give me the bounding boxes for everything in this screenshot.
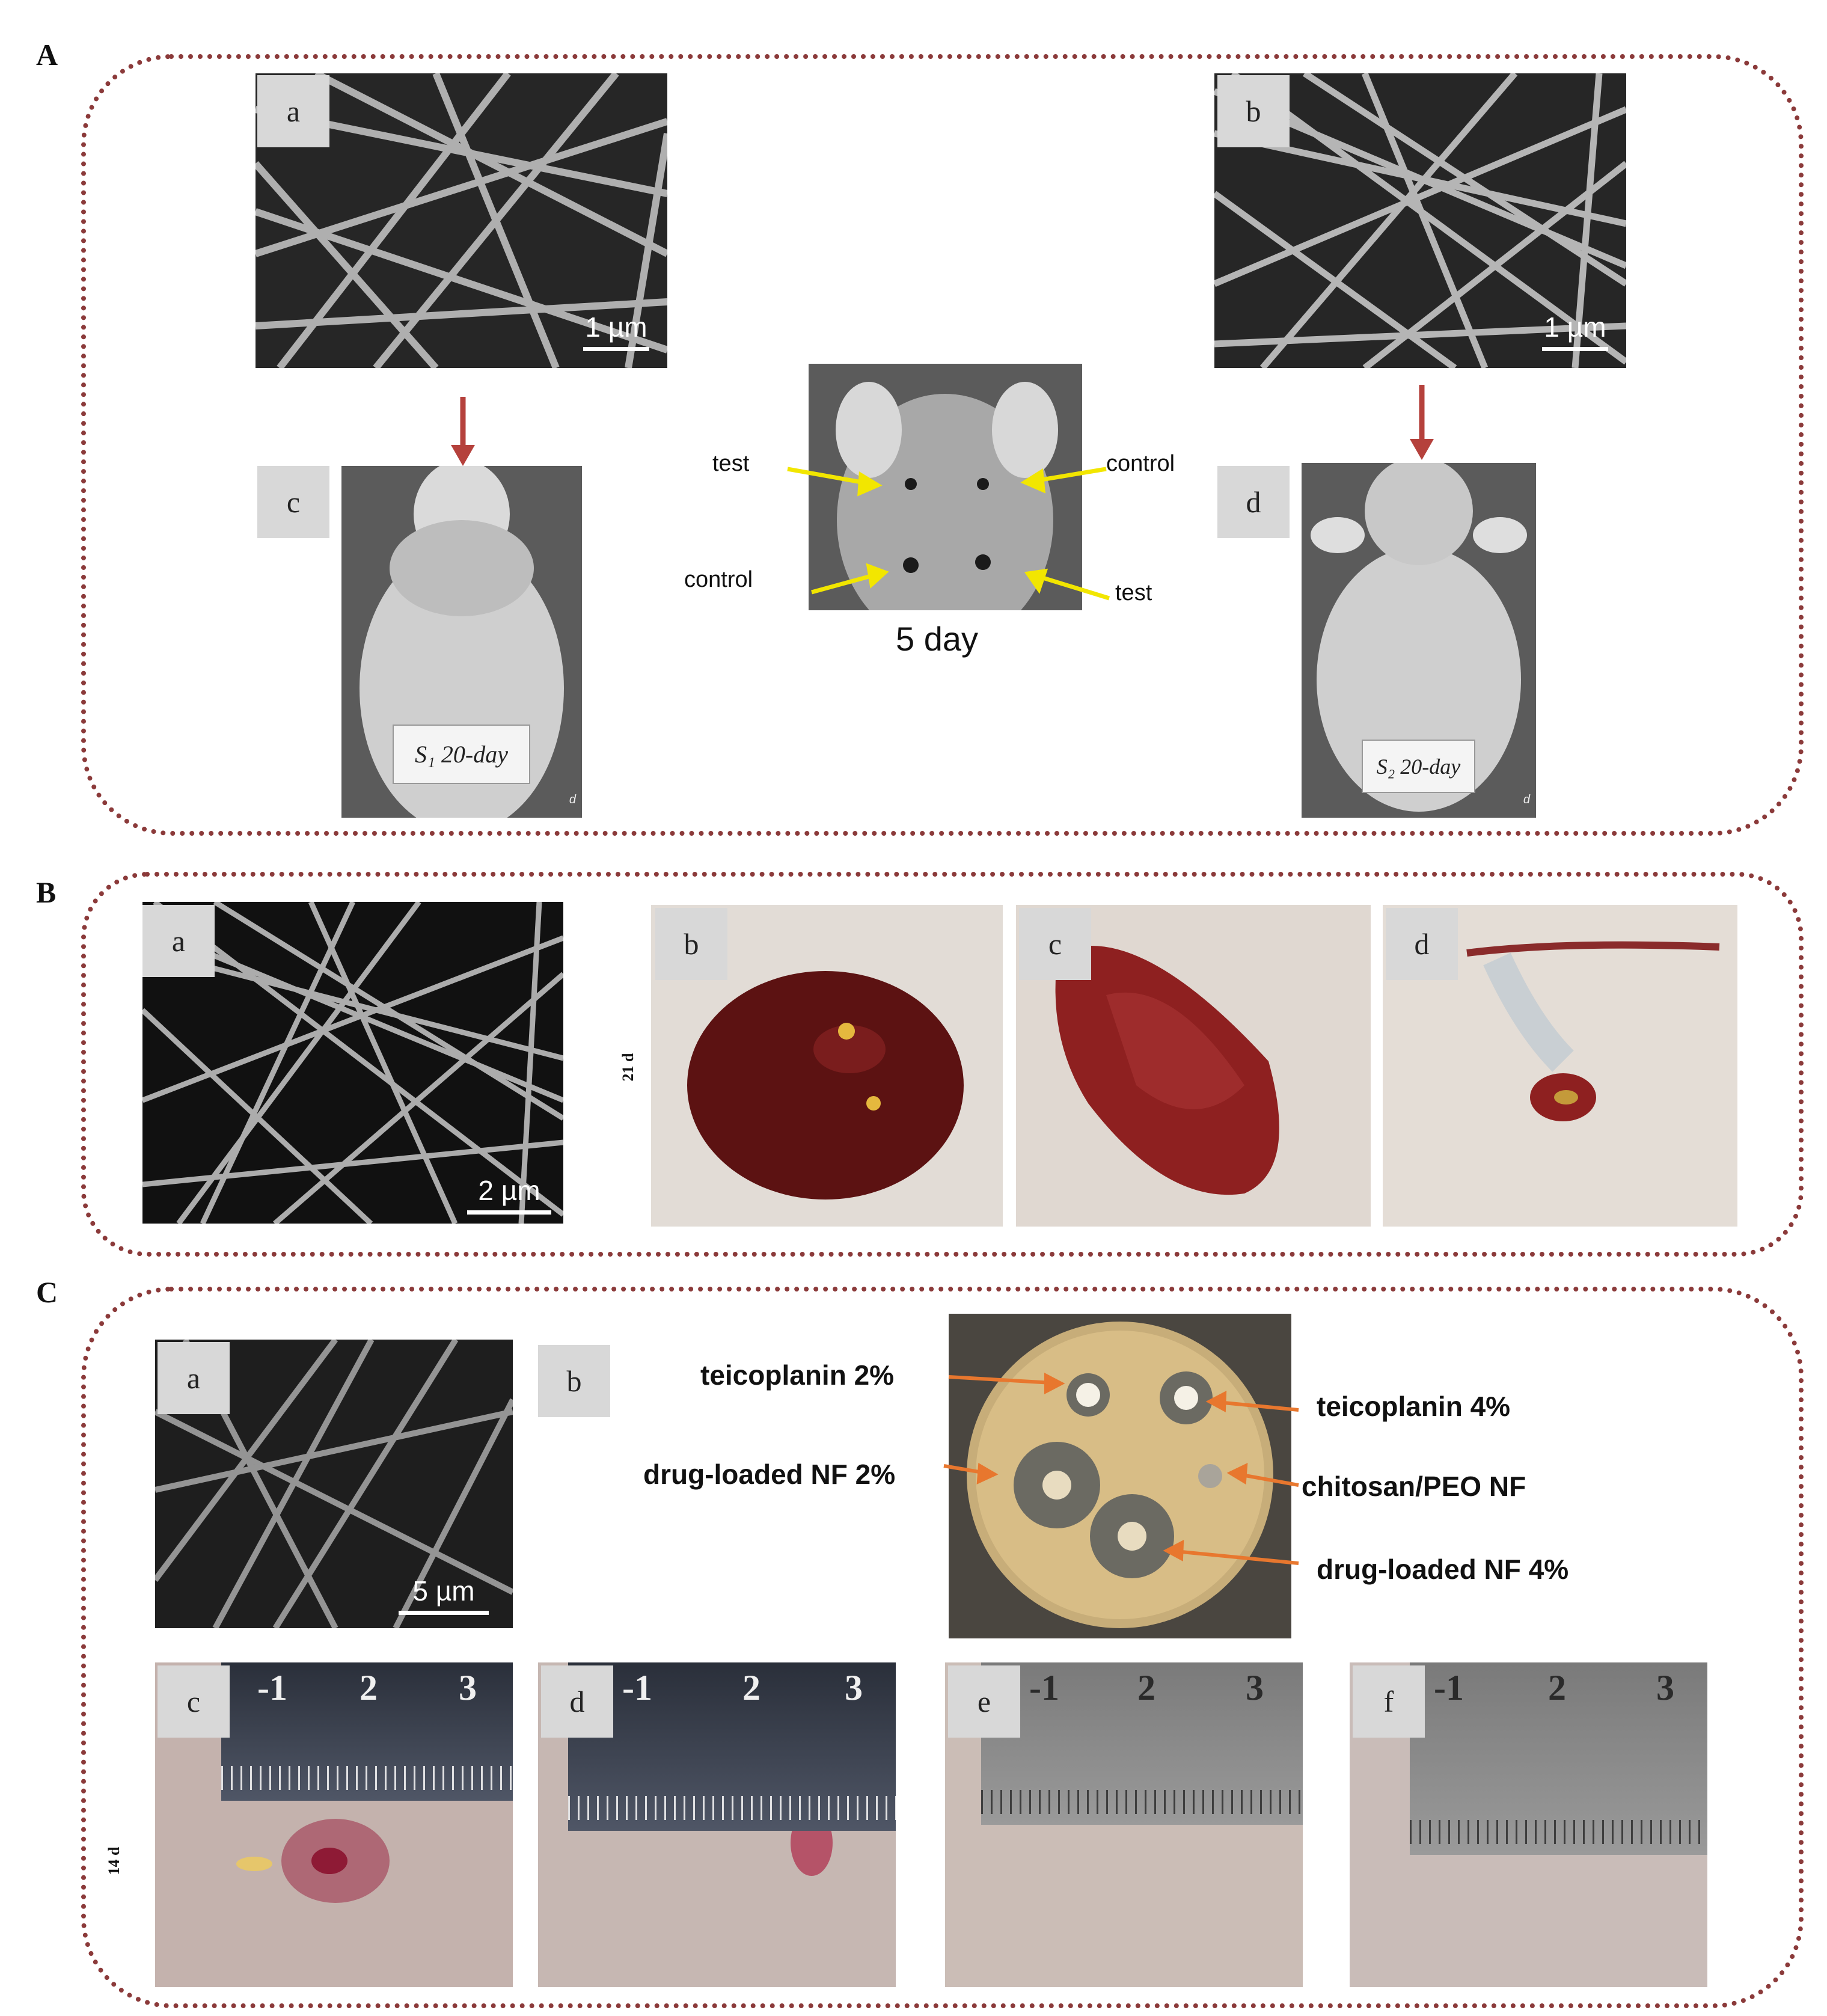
scale-bar-line [1542,347,1608,351]
panel-tag-b: b [655,908,727,980]
corner-letter: d [569,793,576,806]
ruler-ticks [981,1790,1303,1814]
panel-tag-b: b [1217,75,1290,147]
scale-bar: 5 µm [399,1575,489,1615]
ruler-number: 2 [360,1668,378,1708]
sample-sign: S₁ 20-day [393,725,530,784]
fiber-network-graphic [1214,73,1626,368]
scale-bar: 1 µm [1542,311,1608,351]
label-test-top: test [712,451,750,476]
label-drug-loaded-nf-2: drug-loaded NF 2% [643,1459,896,1490]
ruler-number: 3 [459,1668,477,1708]
section-a-panel-d-mouse-photo: S₂ 20-day d [1302,463,1536,818]
ruler-ticks [221,1766,513,1790]
orange-arrows [943,1373,1299,1565]
panel-tag-b: b [538,1345,610,1417]
section-a-panel-c-mouse-photo: S₁ 20-day d [341,466,582,818]
panel-tag-c: c [158,1665,230,1738]
label-control-bottom: control [684,567,753,592]
panel-tag-d: d [1386,908,1458,980]
wound-graphic [1055,946,1279,1195]
label-teicoplanin-2: teicoplanin 2% [700,1359,895,1391]
section-a-frame [81,54,1804,836]
yellow-arrows [787,467,1110,601]
scale-bar-line [467,1210,551,1215]
panel-tag-c: c [1019,908,1091,980]
ruler-number: 3 [845,1668,863,1708]
ruler: -1 2 3 [1410,1662,1707,1855]
wound-graphic [687,971,964,1199]
ruler-ticks [1410,1820,1707,1844]
scale-bar: 1 µm [583,311,649,351]
label-drug-loaded-nf-4: drug-loaded NF 4% [1317,1554,1569,1585]
section-a-letter: A [36,38,58,72]
section-c-panel-c-wound-photo: -1 2 3 [155,1662,513,1987]
panel-tag-a: a [257,75,329,147]
wound-graphic [1466,941,1720,1121]
panel-tag-d: d [541,1665,613,1738]
fiber-network-graphic [155,1340,513,1628]
scale-bar-line [583,347,649,351]
scale-bar-line [399,1611,489,1615]
section-c-letter: C [36,1275,58,1309]
section-c-frame [81,1287,1804,2008]
label-chitosan-peo-nf: chitosan/PEO NF [1302,1471,1526,1502]
panel-tag-f: f [1353,1665,1425,1738]
ruler-number: 2 [742,1668,760,1708]
panel-tag-a: a [142,905,215,977]
section-b-panel-b-wound-photo [651,905,1003,1227]
section-a-panel-b-sem-image: 1 µm [1214,73,1626,368]
scale-bar-label: 1 µm [1544,311,1606,343]
label-test-bottom: test [1115,580,1152,605]
mouse-back-graphic [836,382,1058,610]
time-label-21d: 21 d [619,1053,637,1082]
red-arrow-left [451,397,475,466]
ruler-number: 3 [1656,1668,1674,1708]
sample-sign-text: S₁ 20-day [415,741,508,768]
sample-sign-text: S₂ 20-day [1376,754,1461,779]
ruler-number: -1 [1029,1668,1059,1708]
scale-bar-label: 2 µm [478,1175,540,1206]
panel-tag-c: c [257,466,329,538]
label-control-top: control [1106,451,1175,476]
sample-sign: S₂ 20-day [1362,740,1475,793]
ruler-number: -1 [622,1668,652,1708]
ruler-number: -1 [1434,1668,1464,1708]
ruler-number: 2 [1137,1668,1155,1708]
panel-tag-e: e [948,1665,1020,1738]
ruler-number: 2 [1548,1668,1566,1708]
ruler-ticks [568,1796,896,1820]
time-label-14d: 14 d [105,1846,123,1875]
scale-bar-label: 5 µm [412,1575,475,1607]
ruler-number: -1 [257,1668,287,1708]
section-b-frame [81,872,1804,1257]
red-arrow-right [1410,385,1434,460]
ruler: -1 2 3 [221,1662,513,1801]
scale-bar-label: 1 µm [585,311,647,343]
ruler-number: 3 [1246,1668,1264,1708]
scale-bar: 2 µm [467,1174,551,1215]
section-a-panel-a-sem-image: 1 µm [256,73,667,368]
panel-tag-d: d [1217,466,1290,538]
label-teicoplanin-4: teicoplanin 4% [1317,1391,1511,1422]
ruler: -1 2 3 [981,1662,1303,1825]
panel-tag-a: a [158,1342,230,1414]
section-b-letter: B [36,875,57,909]
wound-graphic [236,1819,390,1903]
center-caption: 5 day [896,620,978,658]
ruler: -1 2 3 [568,1662,896,1831]
corner-letter: d [1523,793,1530,806]
